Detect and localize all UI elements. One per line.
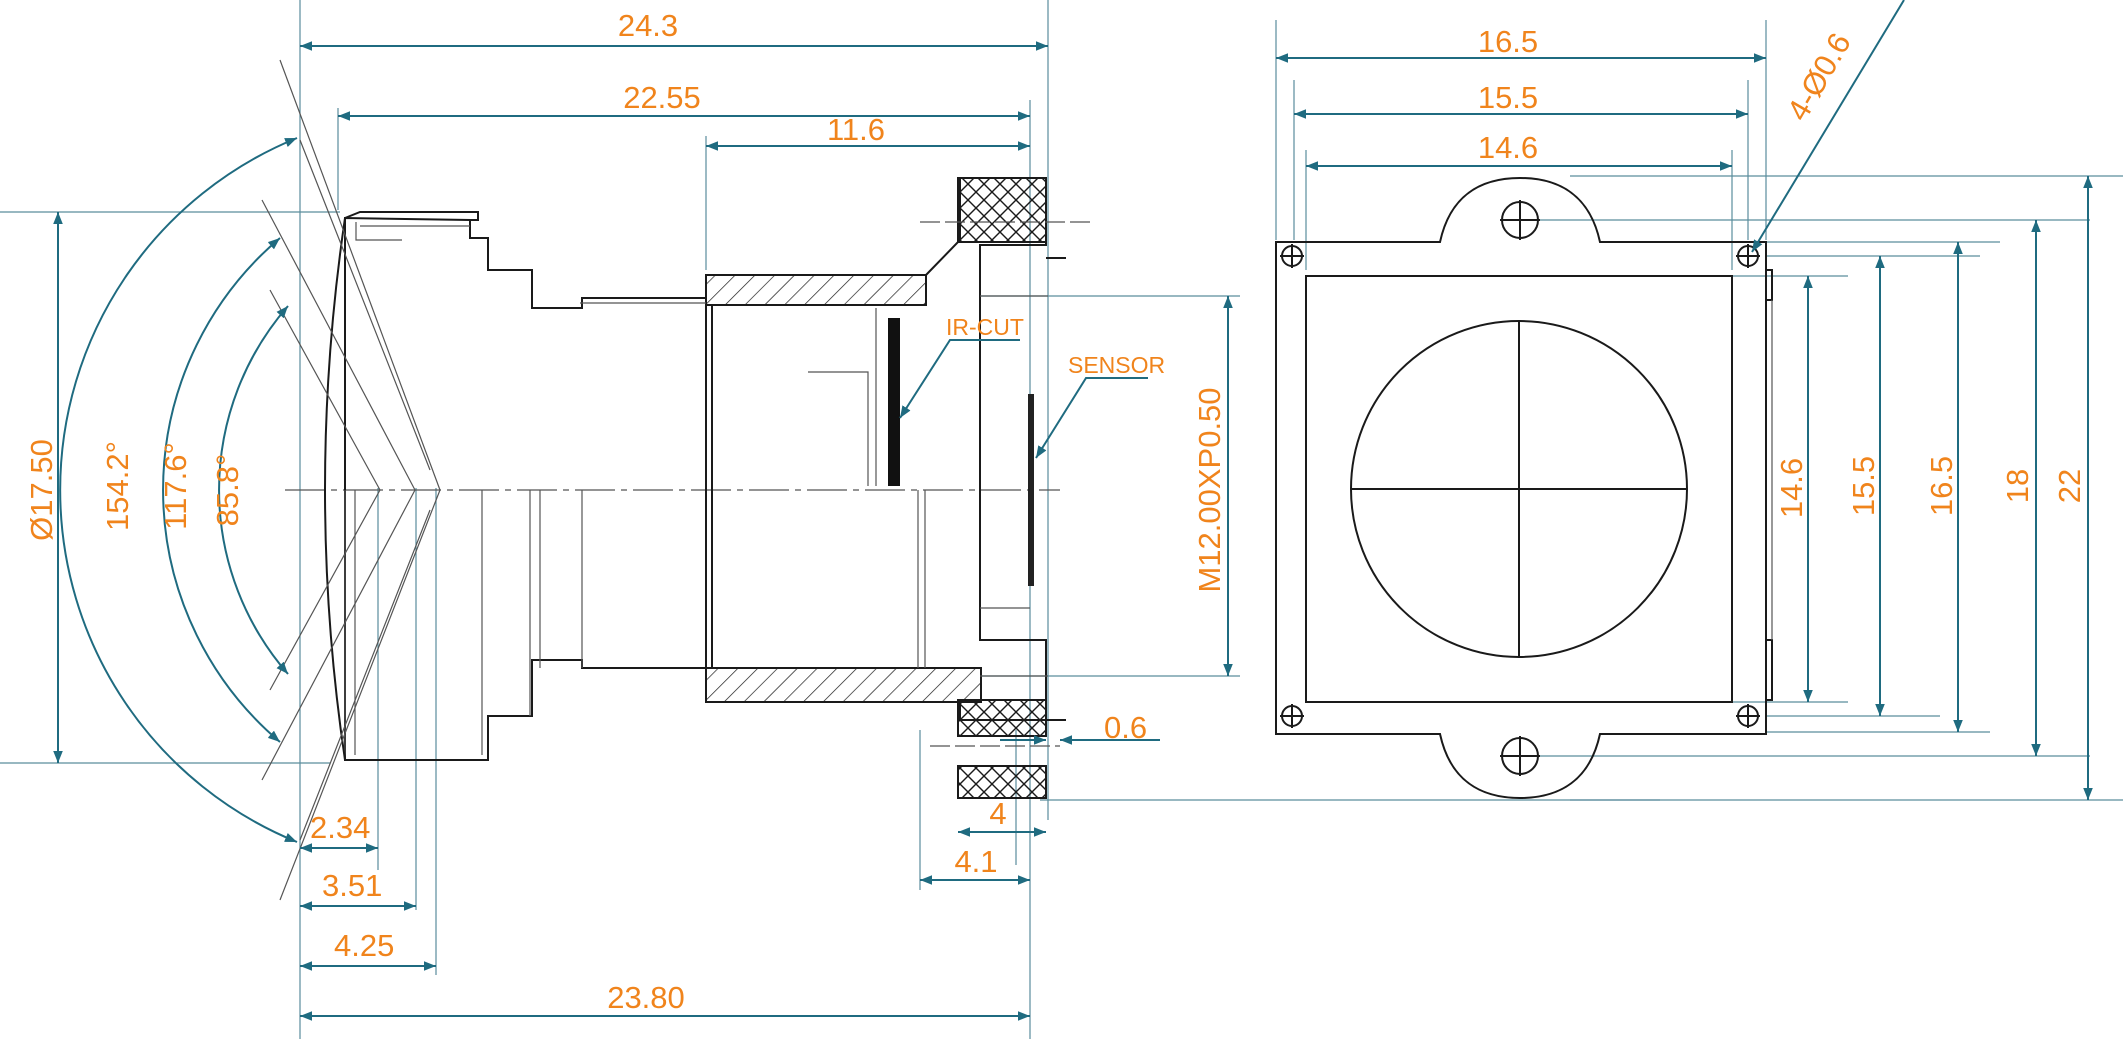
- dim-angle-85: 85.8°: [210, 454, 245, 527]
- corner-hole-bl: [1280, 704, 1304, 728]
- dim-width-16-5: 16.5: [1478, 24, 1538, 59]
- dim-overall-length: 24.3: [618, 8, 678, 43]
- dim-width-15-5: 15.5: [1478, 80, 1538, 115]
- dim-angle-154: 154.2°: [100, 441, 135, 531]
- label-sensor: SENSOR: [1068, 352, 1165, 378]
- dim-height-14-6: 14.6: [1774, 458, 1809, 518]
- corner-hole-tl: [1280, 244, 1304, 268]
- dim-height-16-5: 16.5: [1924, 456, 1959, 516]
- dim-23-80: 23.80: [607, 980, 685, 1015]
- dim-4-25: 4.25: [334, 928, 394, 963]
- dim-height-18: 18: [2000, 469, 2035, 503]
- dim-11-6: 11.6: [827, 112, 885, 147]
- dim-thread: M12.00XP0.50: [1192, 387, 1227, 592]
- side-view: 24.3 22.55 11.6 Ø17.50 154.2° 117.6° 85.…: [0, 0, 1660, 1039]
- label-ir-cut: IR-CUT: [946, 314, 1024, 340]
- dim-height-22: 22: [2052, 469, 2087, 503]
- dim-4-1: 4.1: [954, 844, 997, 879]
- dim-0-6: 0.6: [1104, 710, 1147, 745]
- dim-width-14-6: 14.6: [1478, 130, 1538, 165]
- dim-4: 4: [989, 796, 1006, 831]
- dim-diameter: Ø17.50: [24, 439, 59, 541]
- dim-height-15-5: 15.5: [1846, 456, 1881, 516]
- dim-22-55: 22.55: [623, 80, 701, 115]
- dim-holes: 4-Ø0.6: [1780, 27, 1858, 127]
- dim-2-34: 2.34: [310, 810, 370, 845]
- corner-hole-br: [1736, 704, 1760, 728]
- front-view: 16.5 15.5 14.6 4-Ø0.6 14.6 15.5 16.5 18 …: [1275, 0, 2123, 801]
- corner-hole-tr: [1736, 244, 1760, 268]
- dim-angle-117: 117.6°: [158, 442, 193, 530]
- dim-3-51: 3.51: [322, 868, 382, 903]
